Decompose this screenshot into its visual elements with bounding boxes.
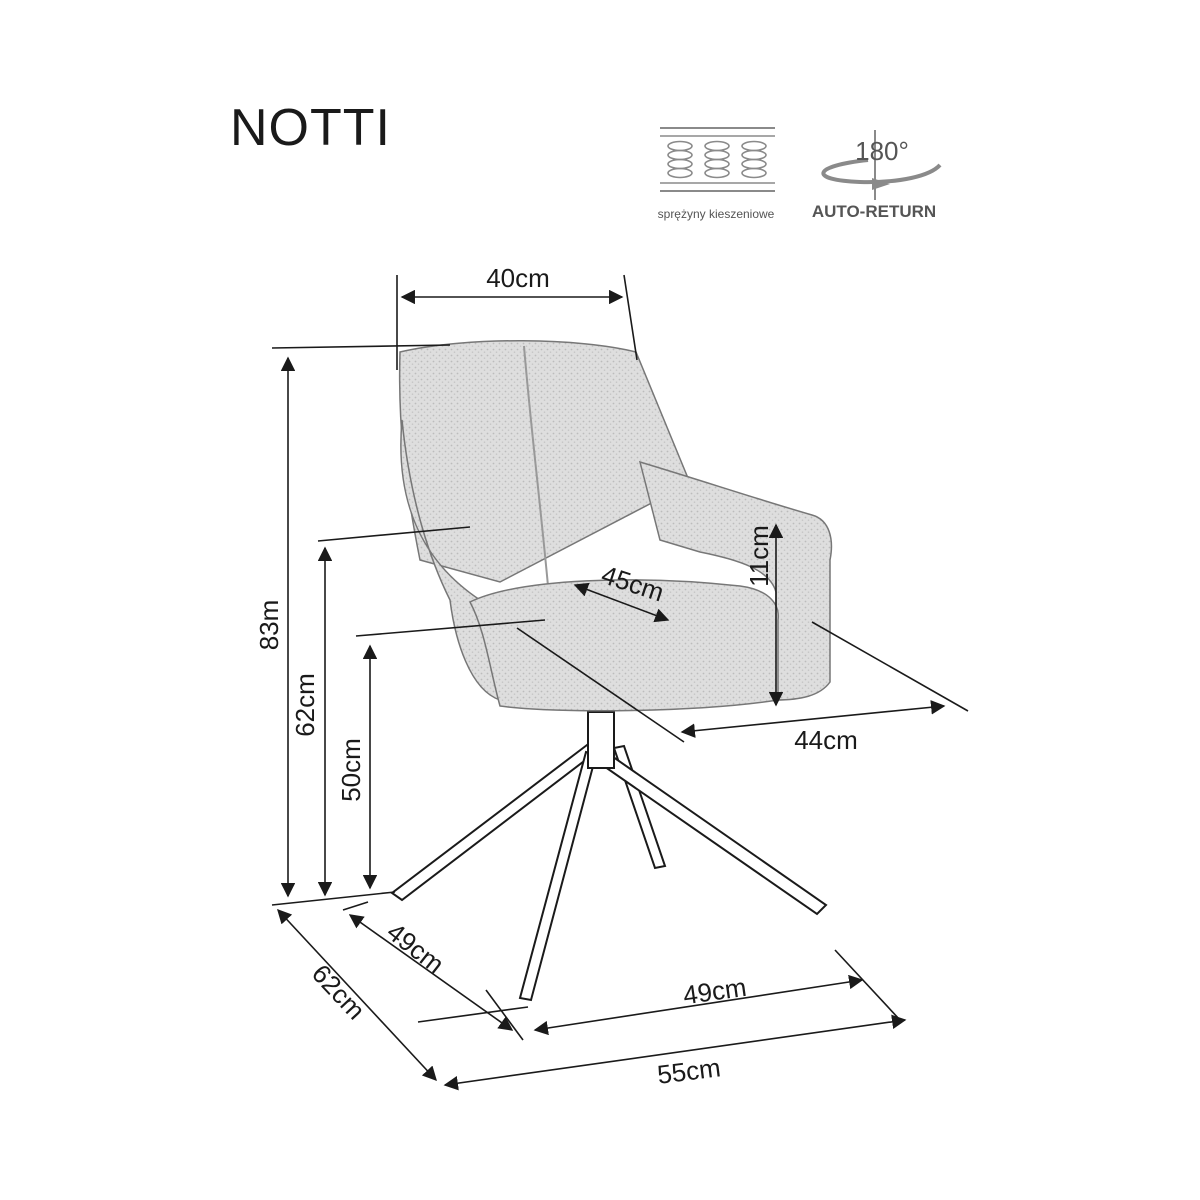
label-armrest-above-seat: 11cm — [744, 525, 774, 587]
label-base-depth: 49cm — [381, 917, 450, 980]
auto-return-caption: AUTO-RETURN — [812, 202, 936, 221]
dim-line-total-depth — [277, 908, 437, 1082]
pocket-spring-icon — [660, 127, 775, 192]
dim-line-seat-depth — [573, 582, 670, 623]
swivel-column — [587, 711, 615, 769]
chair-armrest-right — [638, 460, 833, 701]
product-title: NOTTI — [230, 99, 391, 157]
chair-shell-left — [400, 419, 501, 702]
rotation-degree-badge: 180° — [855, 136, 909, 166]
pocket-spring-caption: sprężyny kieszeniowe — [658, 207, 775, 221]
label-armrest-height: 62cm — [290, 673, 320, 737]
chair-leg-back-left — [390, 743, 598, 902]
label-seat-height: 50cm — [336, 738, 366, 802]
chair-seat — [468, 579, 779, 712]
label-total-height: 83m — [254, 600, 284, 651]
label-total-width: 55cm — [656, 1052, 723, 1090]
label-seat-width: 44cm — [794, 725, 858, 755]
label-base-width: 49cm — [681, 972, 748, 1011]
chair-leg-front-right — [596, 750, 828, 916]
dim-line-seat-width — [680, 700, 946, 738]
dim-line-total-width — [443, 1014, 907, 1091]
chair-illustration — [390, 340, 833, 1002]
label-backrest-width: 40cm — [486, 263, 550, 293]
rotation-arrow-icon — [821, 130, 942, 200]
label-total-depth: 62cm — [306, 958, 371, 1025]
